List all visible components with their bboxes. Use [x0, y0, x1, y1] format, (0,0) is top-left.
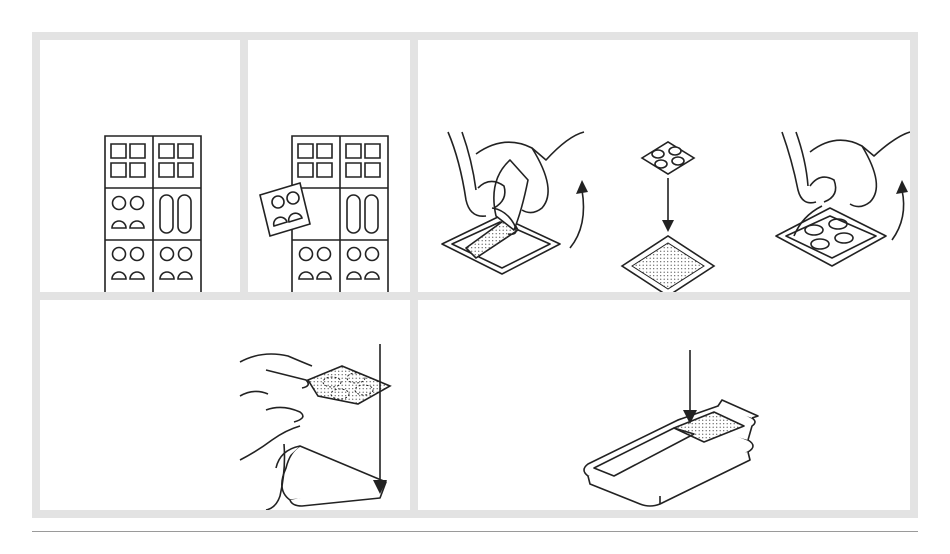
peeled-sticker-icon: [248, 40, 410, 292]
curved-arrow-icon: [418, 40, 910, 292]
panel-insert-into-device: [418, 300, 910, 510]
panel-place-on-tray: [40, 300, 410, 510]
panel-peel-sticker: [248, 40, 410, 292]
down-arrow-icon: [40, 300, 410, 510]
instruction-frame: [32, 32, 918, 518]
panel-apply-to-sheet: [418, 40, 910, 292]
page-footer-rule: [32, 531, 918, 532]
panel-sticker-sheet: [40, 40, 240, 292]
down-arrow-icon: [418, 300, 910, 510]
sticker-sheet-icon: [40, 40, 240, 292]
